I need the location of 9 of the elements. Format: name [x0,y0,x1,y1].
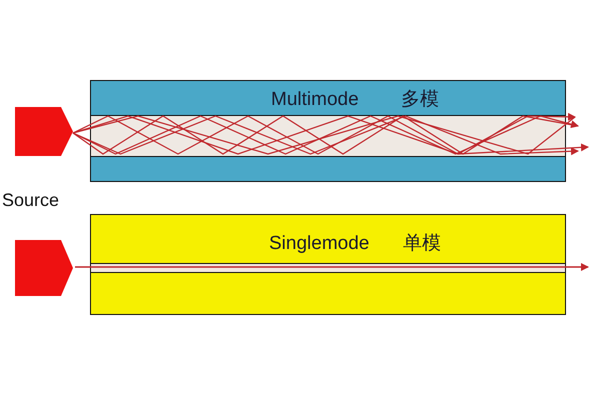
optical-fiber [90,80,566,182]
fiber-label: 多模 [401,89,439,111]
fiber-label: 单模 [403,233,441,255]
light-source-shape [15,240,73,296]
fiber-label: Singlemode [269,233,370,255]
light-source-shape [15,107,73,156]
source-label: Source [2,190,60,211]
fiber-label: Multimode [271,89,359,111]
optical-fiber [90,214,566,315]
